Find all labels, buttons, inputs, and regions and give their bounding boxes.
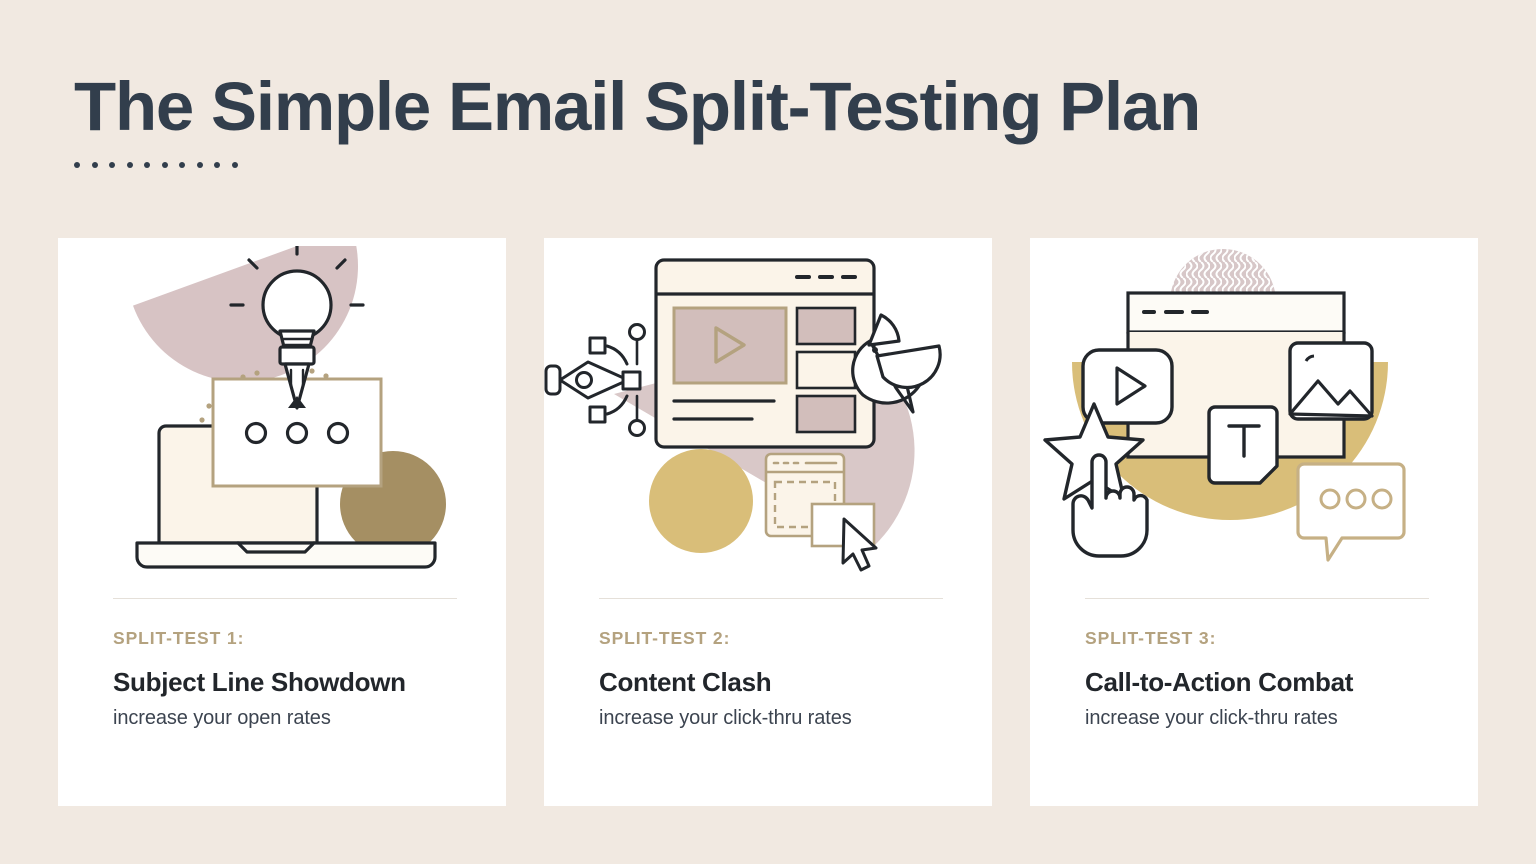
card-text-block: SPLIT-TEST 2: Content Clash increase you… — [599, 628, 969, 730]
split-test-card-1[interactable]: SPLIT-TEST 1: Subject Line Showdown incr… — [58, 238, 506, 806]
card-kicker: SPLIT-TEST 2: — [599, 628, 731, 648]
rule-dot — [144, 162, 150, 168]
illustration-browser-video-bird-dragdrop — [544, 246, 998, 598]
chat-bubble-icon — [1296, 462, 1406, 562]
bird-icon — [851, 313, 942, 414]
card-title: Content Clash — [599, 667, 772, 697]
rule-dot — [161, 162, 168, 168]
dot-1 — [244, 421, 268, 445]
rule-dot — [91, 162, 98, 168]
rule-dot — [109, 162, 115, 168]
gold-circle-shape — [649, 449, 753, 553]
card-row: SPLIT-TEST 1: Subject Line Showdown incr… — [58, 238, 1478, 806]
rule-dot — [126, 162, 133, 168]
split-test-card-3[interactable]: SPLIT-TEST 3: Call-to-Action Combat incr… — [1030, 238, 1478, 806]
image-tile-icon — [1288, 341, 1374, 421]
drag-drop-widget — [764, 452, 878, 572]
card-title: Call-to-Action Combat — [1085, 667, 1354, 697]
dot-2 — [285, 421, 309, 445]
card-divider — [599, 598, 943, 599]
card-kicker: SPLIT-TEST 1: — [113, 628, 245, 648]
card-text-block: SPLIT-TEST 3: Call-to-Action Combat incr… — [1085, 628, 1455, 730]
dot-3 — [1371, 488, 1393, 510]
illustration-lightbulb-pencil-laptop — [58, 246, 512, 598]
dot-1 — [1319, 488, 1341, 510]
play-icon — [714, 326, 746, 364]
card-divider — [1085, 598, 1429, 599]
browser-window — [654, 258, 876, 449]
pointing-hand-icon — [1071, 453, 1149, 558]
video-tile-icon — [1081, 348, 1174, 425]
card-divider — [113, 598, 457, 599]
cursor-arrow-icon — [841, 517, 878, 572]
side-block-1 — [795, 306, 857, 346]
dot-2 — [1345, 488, 1367, 510]
illustration-browser-media-star-hand-chat — [1030, 246, 1484, 598]
side-block-2 — [795, 350, 857, 390]
text-lines — [672, 399, 776, 421]
browser-toolbar — [1126, 291, 1346, 334]
lightbulb-pencil-icon — [229, 246, 365, 410]
card-title: Subject Line Showdown — [113, 667, 406, 697]
card-subtitle: increase your click-thru rates — [599, 707, 852, 729]
dotted-rule — [74, 161, 1474, 169]
rule-dot — [196, 162, 203, 168]
card-text-block: SPLIT-TEST 1: Subject Line Showdown incr… — [113, 628, 483, 730]
page-title: The Simple Email Split-Testing Plan — [74, 68, 1201, 145]
dot-3 — [326, 421, 350, 445]
drop-zone — [773, 480, 837, 529]
rule-dot — [74, 162, 80, 168]
card-kicker: SPLIT-TEST 3: — [1085, 628, 1217, 648]
rule-dot — [179, 162, 185, 168]
rule-dot — [214, 162, 220, 168]
video-thumbnail — [672, 306, 788, 385]
rule-dot — [231, 162, 238, 168]
card-subtitle: increase your open rates — [113, 707, 331, 729]
text-tile-icon — [1207, 405, 1279, 485]
side-block-3 — [795, 394, 857, 434]
split-test-card-2[interactable]: SPLIT-TEST 2: Content Clash increase you… — [544, 238, 992, 806]
pen-tool-icon — [544, 323, 646, 437]
play-icon — [1115, 366, 1147, 406]
header: The Simple Email Split-Testing Plan — [74, 72, 1474, 169]
card-subtitle: increase your click-thru rates — [1085, 707, 1338, 729]
